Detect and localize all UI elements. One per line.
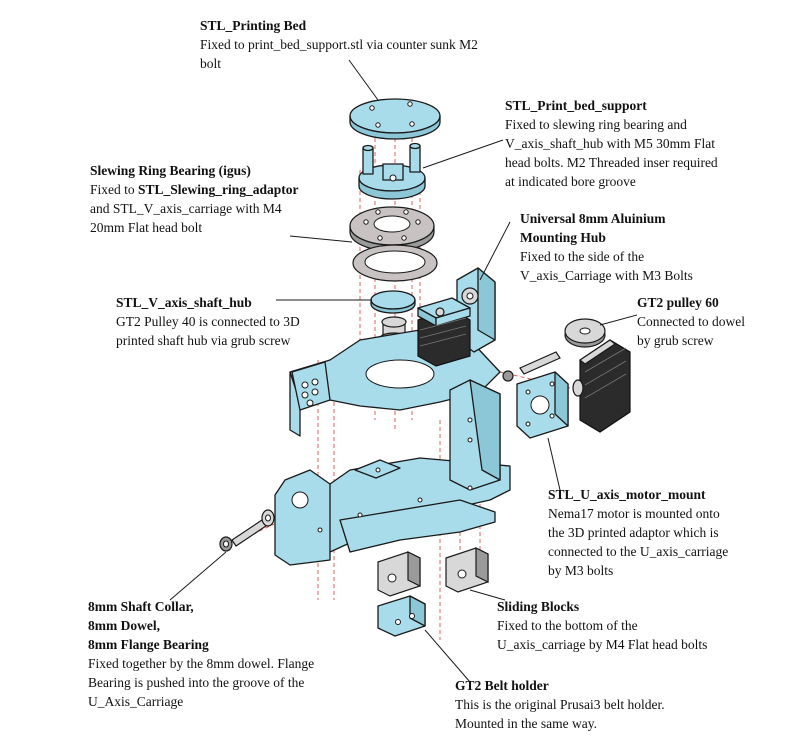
gt2-belt-holder	[377, 595, 426, 637]
label-print-bed-support-desc: Fixed to slewing ring bearing and V_axis…	[505, 117, 718, 189]
label-mounting-hub-desc: Fixed to the side of the V_axis_Carriage…	[520, 249, 693, 283]
label-mounting-hub: Universal 8mm Aluinium Mounting Hub Fixe…	[520, 209, 693, 285]
slewing-ring-bearing	[349, 206, 438, 282]
label-belt-holder-desc: This is the original Prusai3 belt holder…	[455, 697, 665, 731]
label-belt-holder: GT2 Belt holder This is the original Pru…	[455, 676, 665, 733]
sliding-blocks	[377, 547, 489, 597]
label-gt2-pulley-60: GT2 pulley 60 Connected to dowel by grub…	[637, 293, 745, 350]
label-printing-bed-title: STL_Printing Bed	[200, 18, 307, 33]
label-slewing-ring: Slewing Ring Bearing (igus) Fixed to STL…	[90, 161, 299, 237]
label-sliding-blocks: Sliding Blocks Fixed to the bottom of th…	[497, 597, 707, 654]
v-axis-motor	[417, 297, 471, 367]
label-slewing-ring-desc-bold: STL_Slewing_ring_adaptor	[138, 182, 299, 197]
printing-bed	[349, 98, 441, 140]
label-gt2-pulley-60-desc: Connected to dowel by grub screw	[637, 314, 745, 348]
label-v-axis-shaft-hub-title: STL_V_axis_shaft_hub	[116, 295, 252, 310]
label-mounting-hub-title: Universal 8mm Aluinium Mounting Hub	[520, 211, 666, 245]
label-u-axis-motor-mount-title: STL_U_axis_motor_mount	[548, 487, 706, 502]
label-u-axis-motor-mount-desc: Nema17 motor is mounted onto the 3D prin…	[548, 506, 729, 578]
label-slewing-ring-title: Slewing Ring Bearing (igus)	[90, 163, 251, 178]
leader-lines	[169, 59, 638, 683]
label-slewing-ring-desc: Fixed to STL_Slewing_ring_adaptor and ST…	[90, 180, 299, 237]
shaft-collar-dowel-bearing	[219, 509, 275, 552]
dowel-right	[502, 351, 561, 382]
label-shaft-collar-desc: Fixed together by the 8mm dowel. Flange …	[88, 656, 315, 709]
label-sliding-blocks-title: Sliding Blocks	[497, 599, 580, 614]
label-v-axis-shaft-hub-desc: GT2 Pulley 40 is connected to 3D printed…	[116, 314, 300, 348]
label-slewing-ring-desc-rest: and STL_V_axis_carriage with M4 20mm Fla…	[90, 201, 282, 235]
u-axis-carriage	[274, 379, 511, 566]
label-u-axis-motor-mount: STL_U_axis_motor_mount Nema17 motor is m…	[548, 485, 728, 580]
label-sliding-blocks-desc: Fixed to the bottom of the U_axis_carria…	[497, 618, 708, 652]
label-belt-holder-title: GT2 Belt holder	[455, 678, 549, 693]
u-axis-motor-mount	[516, 371, 569, 439]
label-slewing-ring-desc-prefix: Fixed to	[90, 182, 139, 197]
gt2-pulley-60	[564, 318, 606, 348]
label-print-bed-support: STL_Print_bed_support Fixed to slewing r…	[505, 96, 718, 191]
label-printing-bed: STL_Printing Bed Fixed to print_bed_supp…	[200, 16, 478, 73]
label-print-bed-support-title: STL_Print_bed_support	[505, 98, 647, 113]
label-shaft-collar-title: 8mm Shaft Collar, 8mm Dowel, 8mm Flange …	[88, 599, 209, 652]
u-axis-motor	[572, 339, 631, 433]
label-printing-bed-desc: Fixed to print_bed_support.stl via count…	[200, 37, 478, 71]
label-shaft-collar: 8mm Shaft Collar, 8mm Dowel, 8mm Flange …	[88, 597, 314, 711]
label-gt2-pulley-60-title: GT2 pulley 60	[637, 295, 719, 310]
print-bed-support	[358, 142, 426, 200]
label-v-axis-shaft-hub: STL_V_axis_shaft_hub GT2 Pulley 40 is co…	[116, 293, 300, 350]
